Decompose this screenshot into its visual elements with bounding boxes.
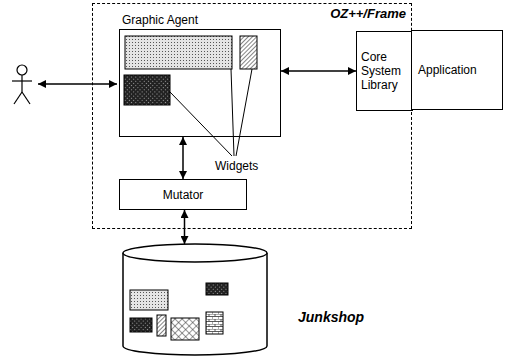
node-label: Core System Library	[361, 50, 408, 92]
node-label: Junkshop	[298, 310, 364, 324]
node-label: OZ++/Frame	[330, 7, 406, 21]
node-label: Application	[418, 63, 477, 77]
application-box: Application	[411, 30, 503, 110]
node-label: Graphic Agent	[122, 13, 198, 27]
library-box: Core System Library	[356, 31, 413, 111]
node-label: Mutator	[163, 188, 204, 202]
user-arrow	[38, 83, 117, 85]
cylinder-outline	[122, 244, 268, 356]
agent-box: Graphic Agent	[119, 29, 281, 137]
connector-arrow	[184, 210, 186, 244]
callout-label: Widgets	[214, 159, 259, 173]
user-figure	[12, 65, 32, 104]
connector-arrow	[182, 137, 184, 179]
database-cylinder: Junkshop	[122, 244, 268, 356]
widget-shapes	[124, 36, 257, 105]
process-box: Mutator	[119, 179, 247, 210]
frame-boundary: OZ++/FrameGraphic AgentMutatorCore Syste…	[92, 3, 412, 229]
connector-arrow	[281, 70, 356, 72]
